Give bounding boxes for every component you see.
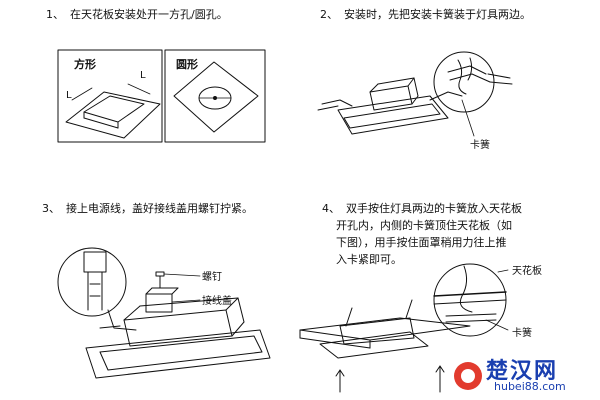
spring-zoom-circle — [433, 51, 495, 113]
step-3-number: 3、 — [42, 202, 60, 215]
dimension-label-2: L — [140, 70, 146, 81]
round-label: 圆形 — [176, 58, 198, 71]
wiring-cover — [145, 293, 173, 313]
step-4-line-3: 下图），用手按住面罩稍用力往上推 — [336, 236, 507, 249]
wiring-zoom-circle — [57, 247, 127, 317]
fixture-base — [337, 95, 449, 135]
watermark-logo — [454, 362, 482, 390]
step-4: 4、双手按住灯具两边的卡簧放入天花板 开孔内，内侧的卡簧顶住天花板（如 下图），… — [322, 200, 572, 268]
fixture-base — [319, 331, 429, 359]
step-3: 3、接上电源线，盖好接线盖用螺钉拧紧。 — [42, 200, 302, 217]
step-4-number: 4、 — [322, 202, 340, 215]
figure-1-holes — [57, 49, 266, 143]
cover-label: 接线盖 — [202, 296, 232, 307]
screw-label: 螺钉 — [202, 272, 222, 283]
spring-label-fig2: 卡簧 — [470, 140, 490, 151]
ceiling-zoom-circle — [433, 263, 507, 337]
square-hole-panel — [57, 49, 163, 143]
figure-3-wiring — [57, 247, 271, 379]
step-2-number: 2、 — [320, 8, 338, 21]
square-opening — [83, 95, 145, 123]
watermark-text: 楚汉网 — [486, 359, 559, 384]
dimension-label-1: L — [66, 90, 72, 101]
spring-label-fig4: 卡簧 — [512, 328, 532, 339]
figure-4-insert — [299, 263, 509, 393]
ceiling-label: 天花板 — [512, 266, 542, 277]
round-hole-panel — [164, 49, 266, 143]
step-2: 2、安装时，先把安装卡簧装于灯具两边。 — [320, 6, 590, 23]
step-2-text: 安装时，先把安装卡簧装于灯具两边。 — [344, 8, 531, 21]
square-board — [65, 91, 161, 139]
fixture-body — [369, 85, 413, 111]
watermark-url: hubei88.com — [494, 380, 566, 393]
step-4-line-1: 双手按住灯具两边的卡簧放入天花板 — [346, 202, 522, 215]
step-1: 1、在天花板安装处开一方孔/圆孔。 — [46, 6, 296, 23]
fixture-base — [85, 329, 271, 379]
step-4-line-2: 开孔内，内侧的卡簧顶住天花板（如 — [336, 219, 512, 232]
step-1-number: 1、 — [46, 8, 64, 21]
step-3-text: 接上电源线，盖好接线盖用螺钉拧紧。 — [66, 202, 253, 215]
fixture-body — [123, 309, 233, 347]
step-4-line-4: 入卡紧即可。 — [336, 253, 402, 266]
square-label: 方形 — [74, 58, 96, 71]
step-1-text: 在天花板安装处开一方孔/圆孔。 — [70, 8, 228, 21]
figure-2-springs — [317, 51, 513, 137]
round-board — [173, 61, 259, 133]
